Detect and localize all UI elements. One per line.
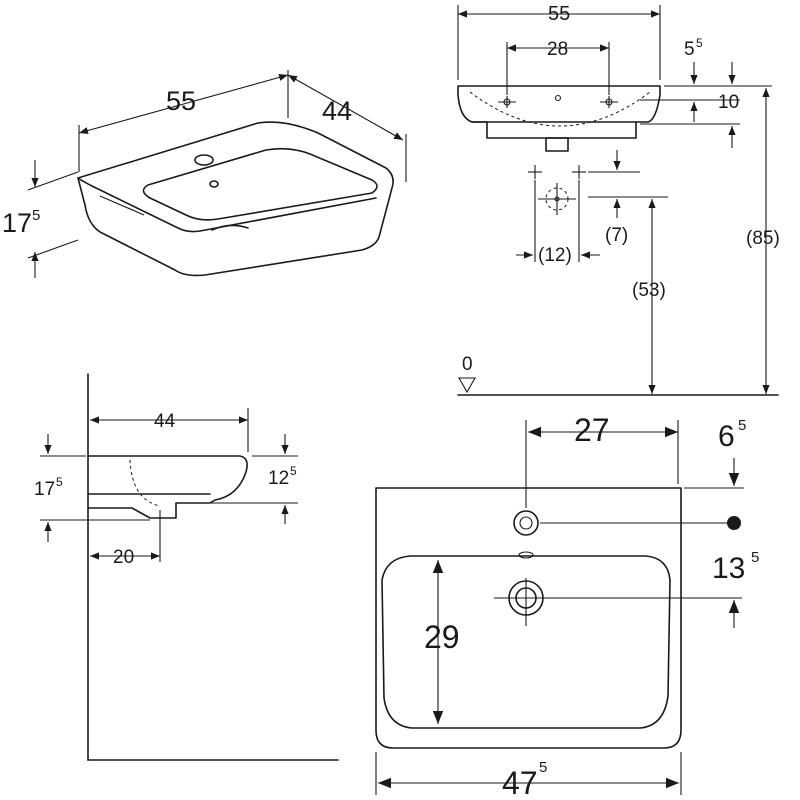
bowl-outline-iso: [142, 147, 378, 221]
side-height-label: 17: [34, 479, 55, 500]
total-height-label: (85): [746, 228, 780, 249]
front-width-label: 55: [548, 3, 570, 25]
floor-marker-icon: [458, 377, 476, 394]
basin-outline-iso: [77, 121, 394, 277]
bowl-depth-plan-label: 29: [424, 619, 460, 655]
plan-width-label: 47: [502, 765, 538, 800]
basin-side: [87, 455, 248, 519]
tap-mark-right: [600, 96, 618, 108]
top-offset-label: 6: [718, 420, 735, 453]
waste-offset-sup: 5: [751, 549, 759, 566]
waste-offset-label: 13: [712, 552, 745, 585]
outlet-spacing-label: (12): [538, 245, 572, 266]
bowl-plan-outline: [381, 555, 671, 729]
plan-view: 27 6 5 13 5 29 47 5: [375, 412, 759, 800]
outlet-marks: [528, 165, 586, 215]
drain-offset-label: 20: [113, 547, 134, 568]
tap-hole-offset-label: 27: [574, 412, 610, 448]
iso-width-label: 55: [166, 86, 196, 116]
top-offset-sup: 5: [738, 417, 746, 434]
rim-height-label: 10: [718, 92, 739, 113]
bowl-depth-sup: 5: [290, 464, 297, 478]
basin-front: [457, 85, 661, 139]
tap-spacing-label: 28: [547, 39, 568, 60]
bowl-depth-label: 12: [268, 468, 289, 489]
outlet-height-label: (53): [632, 280, 666, 301]
basin-plan-outline: [375, 487, 682, 749]
outlet-offset-label: (7): [605, 225, 628, 246]
iso-depth-label: 44: [322, 96, 352, 126]
tap-hole: [513, 510, 539, 536]
top-to-rim-sup: 5: [696, 36, 703, 50]
plan-width-sup: 5: [539, 759, 547, 776]
tap-hole-iso: [194, 154, 214, 166]
isometric-view: 55 44 17 5: [2, 70, 407, 278]
tap-mark-left: [498, 96, 516, 108]
side-depth-label: 44: [154, 411, 176, 432]
side-view: 44 17 5 12 5 20: [34, 373, 339, 761]
iso-height-sup: 5: [32, 207, 40, 224]
iso-height-label: 17: [2, 208, 32, 238]
front-view: 55 28 5 5 10 (12): [457, 3, 780, 396]
floor-label: 0: [462, 354, 473, 375]
top-to-rim-label: 5: [684, 39, 695, 60]
side-height-sup: 5: [56, 475, 63, 489]
